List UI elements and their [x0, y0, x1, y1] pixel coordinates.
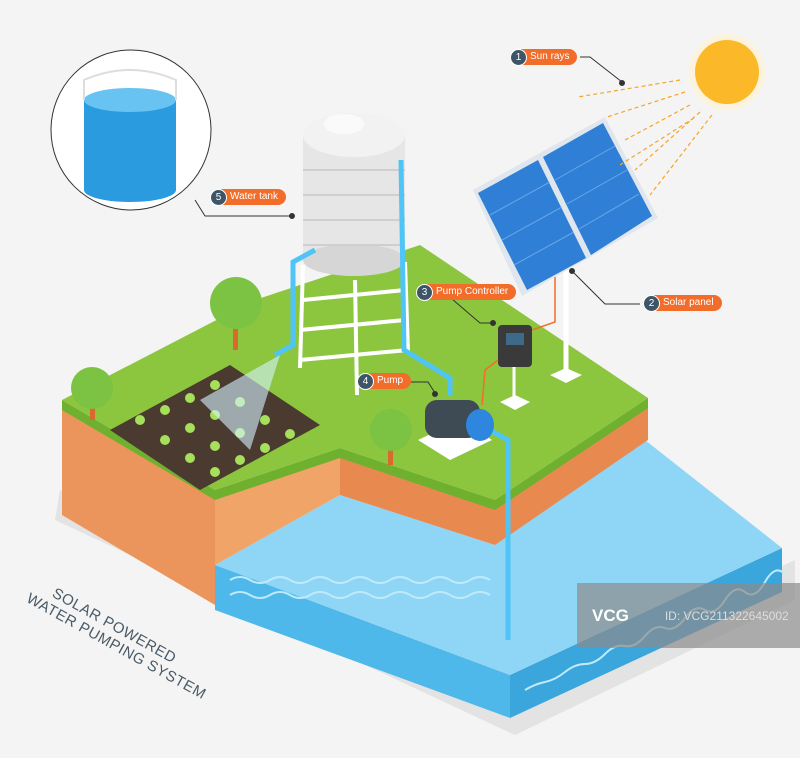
callout-number: 1	[510, 48, 527, 66]
soil-right-face	[340, 405, 648, 545]
callout-number: 2	[643, 294, 660, 312]
callout-label: Water tank	[221, 189, 286, 205]
sun-core	[695, 40, 759, 104]
soil-front-face	[215, 450, 340, 565]
grass-edge	[62, 398, 648, 510]
callout-solar-panel: 2 Solar panel	[643, 294, 722, 312]
tank-inset	[50, 49, 212, 211]
watermark-logo: VCG	[592, 605, 629, 625]
water-spray	[200, 355, 280, 450]
tree	[210, 277, 262, 350]
soil-left-face	[62, 408, 215, 605]
callout-number: 3	[416, 283, 433, 301]
callout-water-tank: 5 Water tank	[210, 188, 286, 206]
tree	[370, 409, 412, 465]
pump	[418, 400, 494, 460]
water-pipes	[273, 159, 511, 640]
watermark-id: ID: VCG211322645002	[664, 608, 789, 623]
callout-number: 5	[210, 188, 227, 206]
solar-panel	[473, 117, 658, 383]
sun-rays	[577, 79, 713, 196]
callout-label: Pump Controller	[427, 284, 517, 300]
crop-field	[110, 365, 320, 490]
callout-number: 4	[357, 372, 374, 390]
tower-frame	[298, 261, 410, 396]
callout-label: Pump	[368, 373, 412, 389]
callout-label: Solar panel	[654, 295, 722, 311]
water-tank	[303, 113, 405, 276]
callout-pump-controller: 3 Pump Controller	[416, 283, 517, 301]
callout-pump: 4 Pump	[357, 372, 412, 390]
tree	[71, 367, 113, 420]
cable	[481, 275, 556, 406]
ground-shadow	[55, 490, 795, 735]
water-surface	[215, 440, 782, 675]
water-left-face	[215, 565, 510, 718]
watermark: VCG ID: VCG211322645002	[577, 583, 800, 648]
callout-label: Sun rays	[521, 49, 578, 65]
pump-controller	[498, 325, 532, 410]
callout-sun-rays: 1 Sun rays	[510, 48, 578, 66]
leader-lines	[194, 56, 640, 397]
